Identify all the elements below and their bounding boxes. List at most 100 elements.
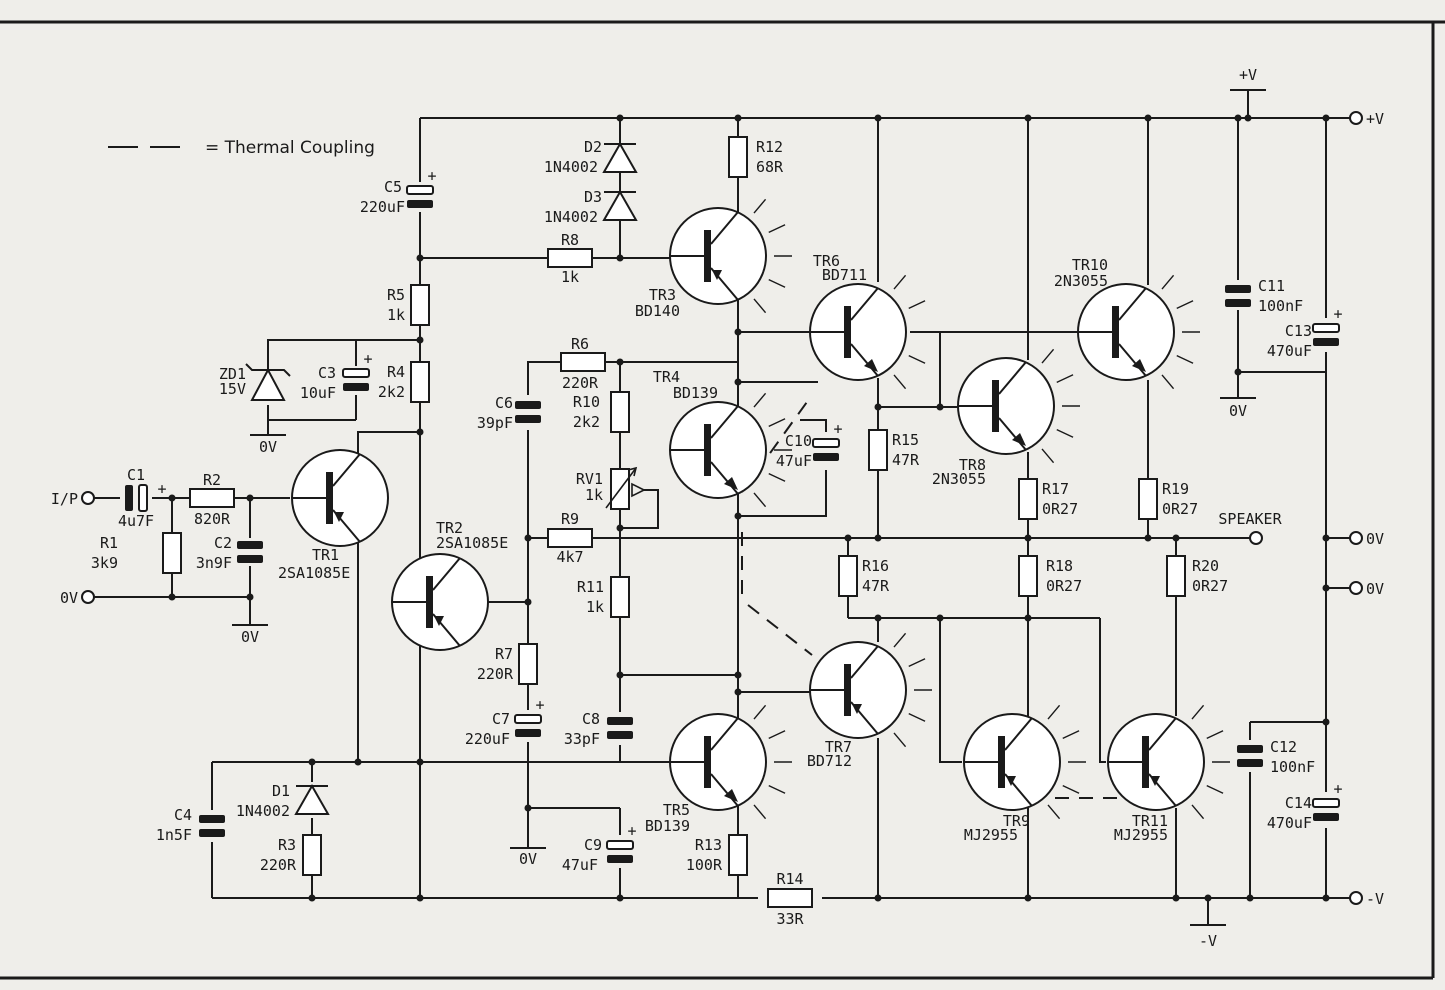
capacitor-c5 <box>406 185 434 208</box>
wires <box>94 89 1350 926</box>
capacitor-value: 39pF <box>477 414 513 432</box>
junction-dot <box>1322 718 1330 726</box>
junction-dot <box>246 494 254 502</box>
supply-neg-label: -V <box>1199 932 1217 950</box>
capacitor-ref: C12 <box>1270 738 1297 756</box>
diode-value: 1N4002 <box>544 208 598 226</box>
junction-dot <box>168 593 176 601</box>
resistor-r17 <box>1018 478 1038 520</box>
resistor-r4 <box>410 361 430 403</box>
resistor-r11 <box>610 576 630 618</box>
junction-dot <box>1322 534 1330 542</box>
resistor-r9 <box>547 528 593 548</box>
transistor-ref: TR11 <box>1132 812 1168 830</box>
junction-dot <box>874 614 882 622</box>
junction-dot <box>734 328 742 336</box>
junction-dot <box>874 403 882 411</box>
thermal-coupling-lines <box>741 394 1120 799</box>
ground-label: 0V <box>1229 402 1247 420</box>
input-ground-label: 0V <box>60 589 78 607</box>
transistor-part: BD711 <box>822 266 867 284</box>
capacitor-c9 <box>606 840 634 863</box>
junction-dot <box>416 336 424 344</box>
capacitor-value: 100nF <box>1258 297 1303 315</box>
junction-dot <box>1246 894 1254 902</box>
resistor-r10 <box>610 391 630 433</box>
junction-dot <box>616 894 624 902</box>
resistor-value: 0R27 <box>1162 500 1198 518</box>
capacitor-value: 10uF <box>300 384 336 402</box>
junction-dot <box>308 894 316 902</box>
resistor-value: 0R27 <box>1192 577 1228 595</box>
polarity-mark: + <box>1333 780 1342 798</box>
diode-ref: D1 <box>272 782 290 800</box>
junction-dot <box>844 534 852 542</box>
resistor-r15 <box>868 429 888 471</box>
transistor-heat-rays <box>1161 274 1200 390</box>
resistor-r12 <box>728 136 748 178</box>
capacitor-ref: C8 <box>582 710 600 728</box>
out-0v-b-label: 0V <box>1366 580 1384 598</box>
capacitor-c8 <box>607 717 633 739</box>
rv1-arrow-head <box>627 466 638 477</box>
transistor-ref: TR10 <box>1072 256 1108 274</box>
transistor-tr6 <box>809 274 932 390</box>
page-frame <box>0 20 1445 980</box>
diode-ref: D2 <box>584 138 602 156</box>
resistor-r3 <box>302 834 322 876</box>
resistor-r8 <box>547 248 593 268</box>
labels: R13k9R2820RR3220RR42k2R51kR6220RR7220RR8… <box>51 66 1384 950</box>
resistor-value: 1k <box>561 268 579 286</box>
capacitor-ref: C7 <box>492 710 510 728</box>
resistor-ref: R11 <box>577 578 604 596</box>
capacitor-c13 <box>1312 323 1340 346</box>
rv1-adjust-arrow <box>605 467 637 509</box>
junction-dot <box>354 758 362 766</box>
polarity-mark: + <box>535 696 544 714</box>
transistor-heat-rays <box>753 704 792 820</box>
junction-dot <box>1234 114 1242 122</box>
transistor-part: 2SA1085E <box>278 564 350 582</box>
transistor-part: BD712 <box>807 752 852 770</box>
resistor-ref: R19 <box>1162 480 1189 498</box>
out-neg-terminal <box>1349 891 1363 905</box>
transistor-tr2 <box>391 553 489 651</box>
resistor-value: 1k <box>585 486 603 504</box>
junction-dot <box>246 593 254 601</box>
transistor-heat-rays <box>1041 348 1080 464</box>
resistor-ref: R17 <box>1042 480 1069 498</box>
junction-dot <box>734 512 742 520</box>
resistor-r19 <box>1138 478 1158 520</box>
components <box>81 111 1363 908</box>
resistor-value: 220R <box>477 665 514 683</box>
capacitor-ref: C2 <box>214 534 232 552</box>
resistor-value: 0R27 <box>1046 577 1082 595</box>
resistor-ref: R5 <box>387 286 405 304</box>
resistor-value: 220R <box>260 856 297 874</box>
resistor-r7 <box>518 643 538 685</box>
resistor-value: 3k9 <box>91 554 118 572</box>
transistor-tr11 <box>1107 704 1230 820</box>
capacitor-ref: C3 <box>318 364 336 382</box>
junction-dot <box>936 614 944 622</box>
junction-dot <box>1322 114 1330 122</box>
capacitor-value: 100nF <box>1270 758 1315 776</box>
diode-value: 1N4002 <box>236 802 290 820</box>
transistor-ref: TR9 <box>1003 812 1030 830</box>
junction-dot <box>1204 894 1212 902</box>
transistor-part: 2N3055 <box>1054 272 1108 290</box>
junction-dot <box>734 688 742 696</box>
diode-ref: D3 <box>584 188 602 206</box>
polarity-mark: + <box>833 420 842 438</box>
junction-dot <box>874 114 882 122</box>
transistor-part: 2N3055 <box>932 470 986 488</box>
junction-dot <box>616 671 624 679</box>
capacitor-c3 <box>342 368 370 391</box>
resistor-ref: R16 <box>862 557 889 575</box>
resistor-ref: R8 <box>561 231 579 249</box>
ground-label: 0V <box>259 438 277 456</box>
junction-dot <box>416 428 424 436</box>
junction-dot <box>734 671 742 679</box>
transistor-heat-rays <box>893 632 932 748</box>
